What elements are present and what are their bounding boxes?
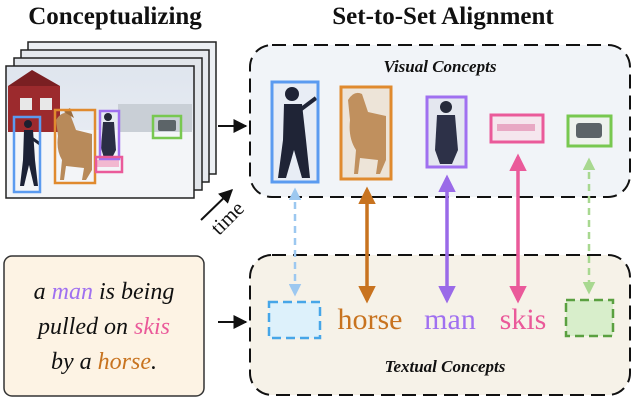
right-title: Set-to-Set Alignment [332,3,554,30]
barn [8,86,60,132]
caption-word-man: man [52,279,93,305]
crop-skis [489,113,545,144]
bbox-horse [53,108,97,185]
caption-line-1: a man is being [34,279,175,305]
caption-text: a [34,279,52,305]
caption-text: is being [93,279,174,305]
caption-word-skis: skis [134,314,170,340]
bbox-man [98,109,121,161]
word-horse: horse [338,303,403,336]
crop-horse [339,85,393,181]
crop-car [566,114,613,148]
bbox-skis [94,155,124,174]
word-man: man [424,303,476,336]
caption-text: . [151,349,157,375]
crop-person [270,80,320,184]
empty-token-blue [267,300,322,340]
photo-man [101,113,116,158]
photo-person [20,120,41,186]
word-skis: skis [500,303,547,336]
caption-line-3: by a horse. [51,349,157,375]
crop-man [425,95,468,169]
caption-line-2: pulled on skis [36,314,170,340]
time-label: time [206,196,249,239]
textual-concepts-label: Textual Concepts [385,357,506,376]
caption-word-horse: horse [98,349,152,375]
bbox-person [12,115,42,194]
caption-text: pulled on [36,314,134,340]
visual-concepts-label: Visual Concepts [384,57,497,76]
front-video-frame [5,65,195,199]
bbox-car [151,114,183,140]
time-arrow [200,189,234,221]
empty-token-green [564,298,615,338]
caption-panel [3,255,205,397]
left-title: Conceptualizing [28,3,202,30]
caption-text: by a [51,349,98,375]
video-frame-stack [5,41,217,199]
photo-car [158,120,176,131]
